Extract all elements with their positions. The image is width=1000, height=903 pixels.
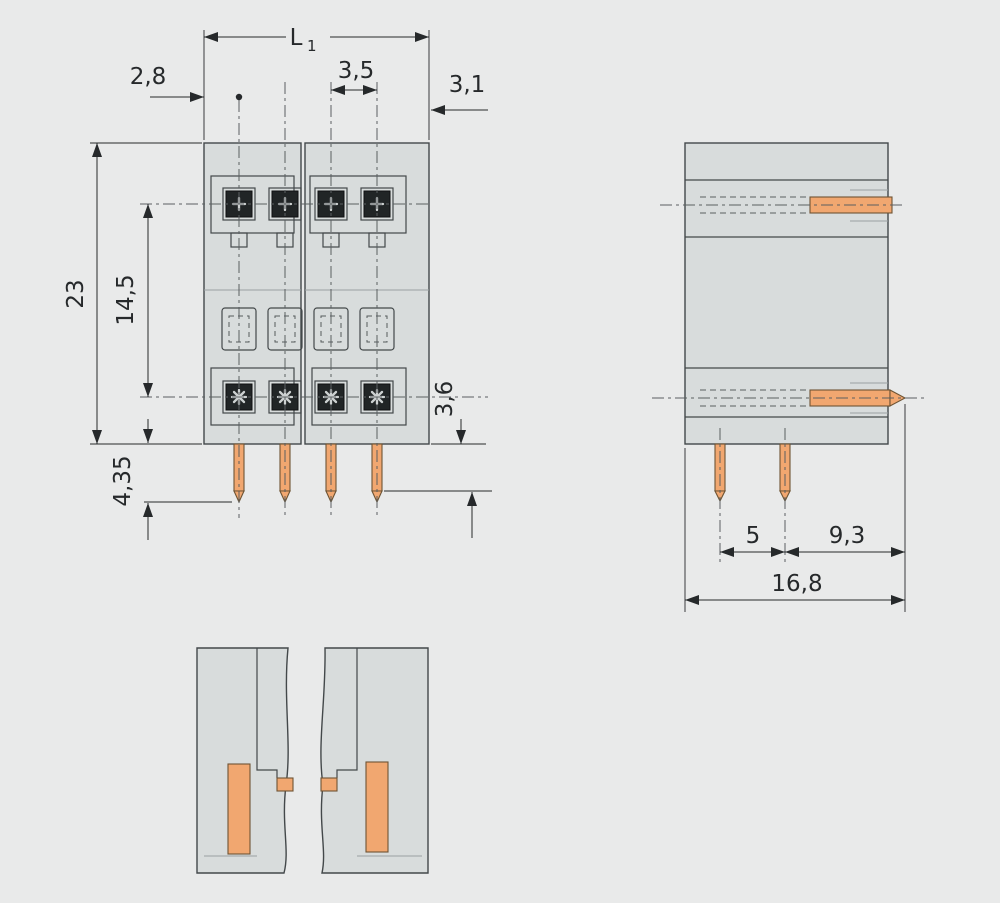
dim-label-pitch: 3,5 <box>338 58 375 84</box>
dim-label-tip-offset: 9,3 <box>829 523 866 549</box>
bottom-left-tab <box>276 777 294 792</box>
bottom-right-slot <box>365 761 389 853</box>
bottom-view <box>196 647 429 874</box>
bottom-left-divider <box>256 648 278 778</box>
bottom-right-divider <box>336 648 358 778</box>
front-view <box>140 82 488 518</box>
dim-label-total-height: 23 <box>63 279 89 308</box>
male-pin-bottom <box>652 389 928 407</box>
dim-label-l1-sub: 1 <box>307 37 317 55</box>
dim-label-total-depth: 16,8 <box>771 571 822 597</box>
side-view <box>652 142 928 562</box>
dim-label-l1: L <box>290 25 303 51</box>
dim-label-pin-length: 4,35 <box>110 455 136 506</box>
dim-label-pin-shank: 3,6 <box>432 381 458 418</box>
dim-label-row-spacing: 14,5 <box>113 274 139 325</box>
male-pin-top <box>660 196 902 214</box>
solder-pins-side <box>714 428 791 562</box>
bottom-right-tab <box>320 777 338 792</box>
dim-label-offset-left: 2,8 <box>130 64 167 90</box>
centerlines-front <box>140 82 488 518</box>
datum-dot <box>235 93 243 101</box>
solder-pins-front <box>233 443 383 504</box>
side-dimensions: 5 9,3 16,8 <box>684 404 906 612</box>
bottom-left-slot <box>227 763 251 855</box>
front-dimensions: L 1 2,8 3,5 3,1 23 14,5 3,6 4,35 <box>63 25 492 540</box>
dim-label-pin-spacing: 5 <box>746 523 761 549</box>
dim-label-offset-right: 3,1 <box>449 72 486 98</box>
